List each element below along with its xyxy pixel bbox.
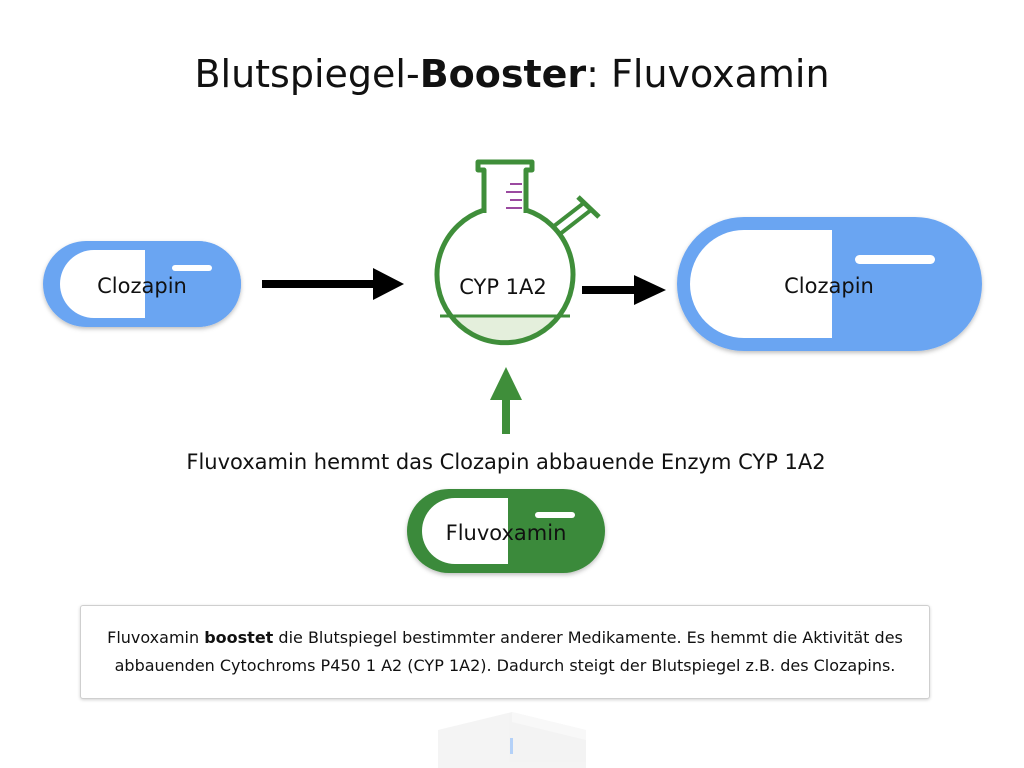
- inhibition-caption: Fluvoxamin hemmt das Clozapin abbauende …: [186, 450, 826, 474]
- fluvoxamin-capsule: [407, 489, 605, 573]
- clozapin-left-label: Clozapin: [97, 274, 187, 298]
- info-text: Fluvoxamin boostet die Blutspiegel besti…: [107, 628, 903, 675]
- clozapin-capsule-right: [677, 217, 982, 351]
- fluvoxamin-label: Fluvoxamin: [446, 521, 567, 545]
- capsule-highlight-icon: [172, 265, 212, 271]
- flask-label: CYP 1A2: [459, 275, 547, 299]
- capsule-highlight-icon: [855, 255, 935, 264]
- capsule-highlight-icon: [535, 512, 575, 518]
- arrow-up-icon: [490, 367, 522, 434]
- info-box: Fluvoxamin boostet die Blutspiegel besti…: [80, 605, 930, 699]
- clozapin-capsule-left: [43, 241, 241, 327]
- page-title: Blutspiegel-Booster: Fluvoxamin: [194, 52, 830, 96]
- arrow-right-icon: [262, 268, 404, 300]
- decorative-box-icon: [438, 712, 586, 768]
- arrow-right-icon: [582, 275, 666, 305]
- clozapin-right-label: Clozapin: [784, 274, 874, 298]
- graduation-marks-icon: [506, 183, 522, 209]
- flask-icon: [434, 159, 601, 346]
